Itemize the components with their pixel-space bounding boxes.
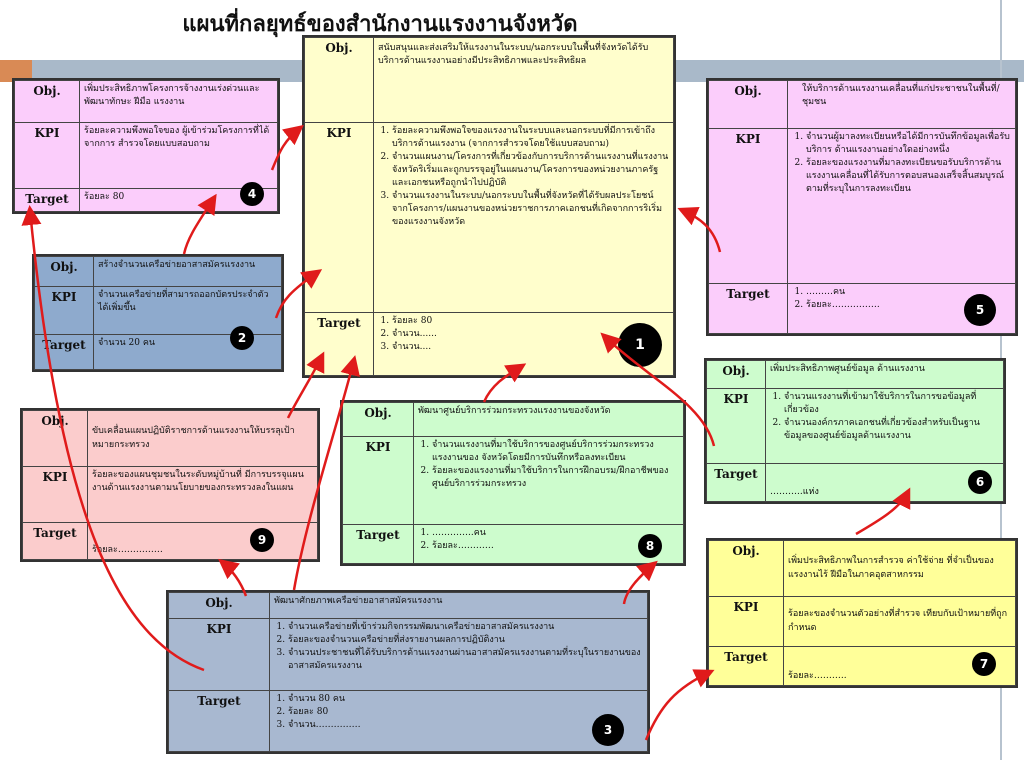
kpi-item: จำนวนเครือข่ายที่เข้าร่วมกิจกรรมพัฒนาเคร… <box>288 621 643 634</box>
card-3-kpi: จำนวนเครือข่ายที่เข้าร่วมกิจกรรมพัฒนาเคร… <box>269 618 648 691</box>
card-3-objective: พัฒนาศักยภาพเครือข่ายอาสาสมัครแรงงาน <box>269 592 648 619</box>
card-6-target: ………..แห่ง <box>765 463 1004 502</box>
kpi-item: จำนวนผู้มาลงทะเบียนหรือได้มีการบันทึกข้อ… <box>806 131 1011 157</box>
target-item: จำนวน.... <box>392 341 669 354</box>
strategy-card-2: Obj. สร้างจำนวนเครือข่ายอาสาสมัครแรงงาน … <box>32 254 284 372</box>
arrow-6-to-1 <box>600 332 716 447</box>
card-6-objective: เพิ่มประสิทธิภาพศูนย์ข้อมูล ด้านแรงงาน <box>765 360 1004 389</box>
card-8-target: …………..คน ร้อยละ………… <box>413 524 684 564</box>
kpi-label: KPI <box>22 466 88 523</box>
target-label: Target <box>708 646 784 686</box>
strategy-card-5: Obj. ให้บริการด้านแรงงานเคลื่อนที่แก่ประ… <box>706 78 1018 336</box>
kpi-item: จำนวนประชาชนที่ได้รับบริการด้านแรงงานผ่า… <box>288 647 643 673</box>
target-item: ร้อยละ 80 <box>392 315 669 328</box>
strategy-card-9: Obj. ขับเคลื่อนแผนปฏิบัติราชการด้านแรงงา… <box>20 408 320 562</box>
obj-label: Obj. <box>342 402 414 437</box>
card-3-target: จำนวน 80 คน ร้อยละ 80 จำนวน…………… <box>269 690 648 752</box>
kpi-item: ร้อยละของแรงงานที่มาลงทะเบียนขอรับบริการ… <box>806 157 1011 196</box>
kpi-item: ร้อยละของจำนวนเครือข่ายที่ส่งรายงานผลการ… <box>288 634 643 647</box>
card-number-badge: 9 <box>250 528 274 552</box>
card-5-kpi: จำนวนผู้มาลงทะเบียนหรือได้มีการบันทึกข้อ… <box>787 128 1016 284</box>
card-number-badge: 3 <box>592 714 624 746</box>
card-9-target: ร้อยละ…………… <box>87 522 318 560</box>
strategy-card-4: Obj. เพิ่มประสิทธิภาพโครงการจ้างงานเร่งด… <box>12 78 280 214</box>
kpi-label: KPI <box>708 596 784 647</box>
kpi-item: ร้อยละของแรงงานที่มาใช้บริการในการฝึกอบร… <box>432 465 679 491</box>
card-4-kpi: ร้อยละความพึงพอใจของ ผู้เข้าร่วมโครงการท… <box>79 122 278 189</box>
arrow-6-to-5 <box>855 487 911 536</box>
card-number-badge: 5 <box>964 294 996 326</box>
kpi-item: จำนวนแรงงานที่เข้ามาใช้บริการในการขอข้อม… <box>784 391 999 417</box>
target-item: ร้อยละ………… <box>432 540 679 553</box>
target-item: จำนวน…………… <box>288 719 643 732</box>
kpi-item: จำนวนองค์กรภาคเอกชนที่เกี่ยวข้องสำหรับเป… <box>784 417 999 443</box>
card-5-objective: ให้บริการด้านแรงงานเคลื่อนที่แก่ประชาชนใ… <box>787 80 1016 129</box>
card-4-objective: เพิ่มประสิทธิภาพโครงการจ้างงานเร่งด่วนแล… <box>79 80 278 123</box>
arrow-2-to-1 <box>274 269 323 319</box>
card-number-badge: 7 <box>972 652 996 676</box>
target-item: จำนวน...... <box>392 328 669 341</box>
card-9-kpi: ร้อยละของแผนชุมชนในระดับหมู่บ้านที่ มีกา… <box>87 466 318 523</box>
arrow-4-to-1 <box>270 124 304 171</box>
card-number-badge: 8 <box>638 534 662 558</box>
obj-label: Obj. <box>706 360 766 389</box>
arrow-9-to-1 <box>286 351 325 419</box>
obj-label: Obj. <box>708 80 788 129</box>
card-8-objective: พัฒนาศูนย์บริการร่วมกระทรวงแรงงานของจังห… <box>413 402 684 437</box>
arrow-3-to-1 <box>292 355 360 591</box>
arrow-2-to-4 <box>182 193 217 255</box>
arrow-5-to-1 <box>677 206 722 253</box>
strategy-card-1: Obj. สนับสนุนและส่งเสริมให้แรงงานในระบบ/… <box>302 35 676 378</box>
target-item: จำนวน 80 คน <box>288 693 643 706</box>
target-label: Target <box>34 334 94 370</box>
card-8-kpi: จำนวนแรงงานที่มาใช้บริการของศูนย์บริการร… <box>413 436 684 525</box>
strategy-card-8: Obj. พัฒนาศูนย์บริการร่วมกระทรวงแรงงานขอ… <box>340 400 686 566</box>
strategy-card-7: Obj. เพิ่มประสิทธิภาพในการสำรวจ ค่าใช้จ่… <box>706 538 1018 688</box>
kpi-item: จำนวนแรงงานในระบบ/นอกระบบในพื้นที่จังหวั… <box>392 190 669 229</box>
target-item: …………..คน <box>432 527 679 540</box>
obj-label: Obj. <box>22 410 88 467</box>
strategy-card-3: Obj. พัฒนาศักยภาพเครือข่ายอาสาสมัครแรงงา… <box>166 590 650 754</box>
target-item: ร้อยละ 80 <box>288 706 643 719</box>
card-number-badge: 4 <box>240 182 264 206</box>
arrow-8-to-1 <box>482 363 527 403</box>
card-number-badge: 6 <box>968 470 992 494</box>
card-1-kpi: ร้อยละความพึงพอใจของแรงงานในระบบและนอกระ… <box>373 122 674 313</box>
card-6-kpi: จำนวนแรงงานที่เข้ามาใช้บริการในการขอข้อม… <box>765 388 1004 464</box>
arrow-3-to-4 <box>21 205 205 672</box>
obj-label: Obj. <box>168 592 270 619</box>
kpi-label: KPI <box>14 122 80 189</box>
target-item: ………คน <box>806 286 1011 299</box>
obj-label: Obj. <box>304 37 374 123</box>
arrow-3-to-9 <box>218 558 248 597</box>
arrow-3-to-8 <box>622 560 658 605</box>
card-1-objective: สนับสนุนและส่งเสริมให้แรงงานในระบบ/นอกระ… <box>373 37 674 123</box>
target-item: ร้อยละ……………. <box>806 299 1011 312</box>
strategy-card-6: Obj. เพิ่มประสิทธิภาพศูนย์ข้อมูล ด้านแรง… <box>704 358 1006 504</box>
target-label: Target <box>708 283 788 334</box>
target-label: Target <box>706 463 766 502</box>
page-title: แผนที่กลยุทธ์ของสำนักงานแรงงานจังหวัด <box>182 12 578 37</box>
arrow-3-to-7 <box>644 669 715 741</box>
obj-label: Obj. <box>708 540 784 597</box>
kpi-item: ร้อยละความพึงพอใจของแรงงานในระบบและนอกระ… <box>392 125 669 151</box>
obj-label: Obj. <box>14 80 80 123</box>
kpi-item: จำนวนแผนงาน/โครงการที่เกี่ยวข้องกับการบร… <box>392 151 669 190</box>
kpi-item: จำนวนแรงงานที่มาใช้บริการของศูนย์บริการร… <box>432 439 679 465</box>
card-number-badge: 1 <box>618 323 662 367</box>
card-number-badge: 2 <box>230 326 254 350</box>
card-2-objective: สร้างจำนวนเครือข่ายอาสาสมัครแรงงาน <box>93 256 282 287</box>
target-label: Target <box>22 522 88 560</box>
